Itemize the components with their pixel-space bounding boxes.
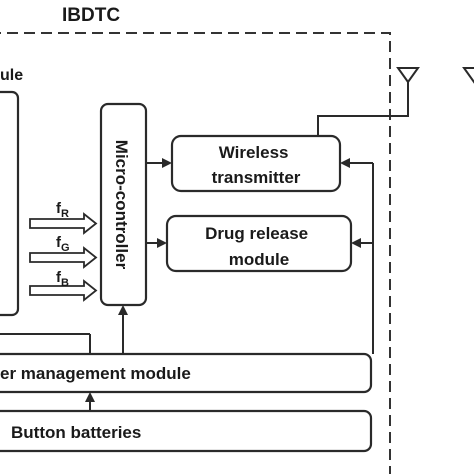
signal-label-r: fR — [56, 200, 69, 220]
signal-arrow-b — [29, 279, 98, 302]
signal-arrows — [29, 212, 98, 302]
antenna-feed-line — [317, 80, 409, 136]
signal-label-b: fB — [56, 269, 69, 289]
signal-arrow-g — [29, 246, 98, 269]
power-management-module-box — [0, 352, 373, 394]
antenna-icon — [396, 67, 420, 84]
wireless-transmitter-line-1: Wireless — [219, 143, 289, 162]
sensing-module-label: ule — [0, 67, 23, 84]
wireless-transmitter-line-2: transmitter — [212, 168, 301, 187]
signal-label-g: fG — [56, 234, 70, 254]
ibdtc-container — [0, 32, 391, 474]
drug-release-line-2: module — [229, 250, 289, 269]
signal-arrow-r — [29, 212, 98, 235]
wireless-transmitter-label: Wireless transmitter — [212, 143, 301, 187]
drug-release-line-1: Drug release — [205, 224, 308, 243]
power-management-module-label: er management module — [0, 364, 191, 383]
receiver-antenna-icon — [462, 67, 474, 84]
button-batteries-box — [0, 409, 373, 453]
button-batteries-label: Button batteries — [11, 423, 141, 442]
sensing-module-box — [0, 90, 20, 317]
drug-release-module-label: Drug release module — [205, 224, 313, 269]
ibdtc-title: IBDTC — [62, 5, 120, 26]
microcontroller-label: Micro-controller — [112, 140, 131, 270]
